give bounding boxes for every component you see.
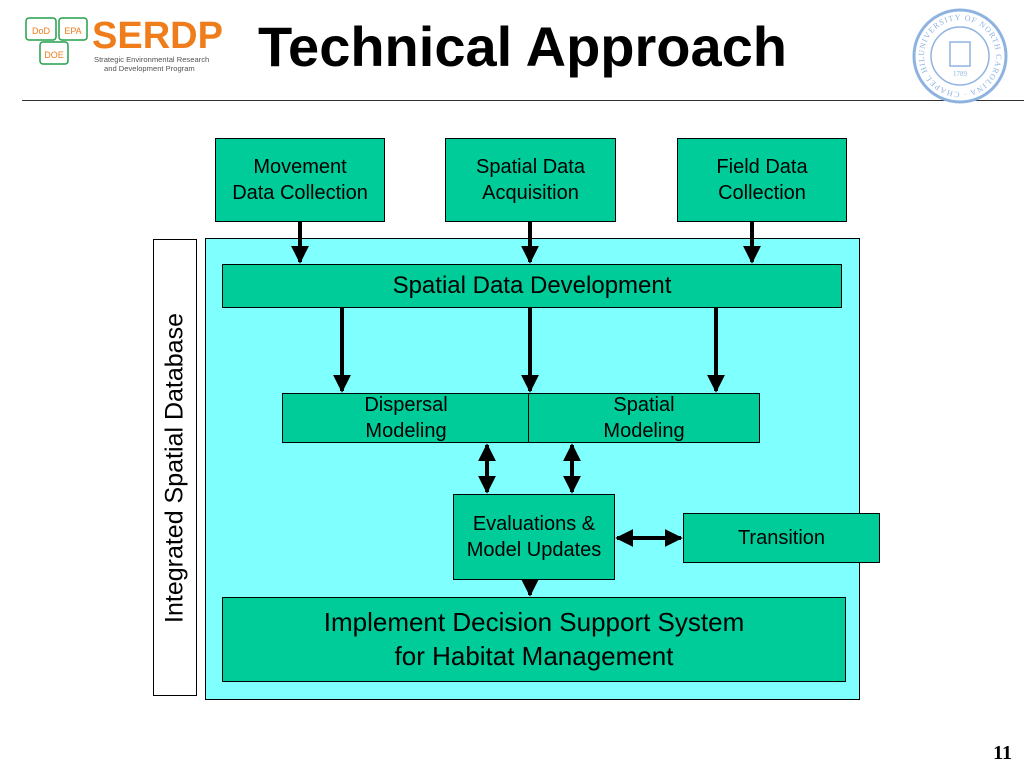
spatial-acq-label: Spatial Data Acquisition	[476, 156, 585, 204]
header-divider	[22, 100, 1024, 101]
university-seal: UNIVERSITY OF NORTH CAROLINA · CHAPEL HI…	[910, 6, 1008, 104]
spatial-modeling-node: Spatial Modeling	[528, 393, 760, 443]
logo-subtitle-1: Strategic Environmental Research	[94, 55, 209, 64]
spatial-model-label: Spatial Modeling	[603, 394, 685, 442]
dispersal-modeling-node: Dispersal Modeling	[282, 393, 530, 443]
field-label: Field Data Collection	[716, 156, 808, 204]
logo-tag-dod: DoD	[32, 26, 51, 36]
evaluations-node: Evaluations & Model Updates	[453, 494, 615, 580]
serdp-logo: DoD EPA DOE SERDP Strategic Environmenta…	[25, 15, 222, 73]
logo-wordmark: SERDP	[92, 15, 222, 57]
field-data-collection-node: Field Data Collection	[677, 138, 847, 222]
seal-year: 1789	[953, 70, 968, 78]
spatial-data-development-node: Spatial Data Development	[222, 264, 842, 308]
page-number: 11	[993, 742, 1012, 764]
movement-label: Movement Data Collection	[232, 156, 368, 204]
database-label: Integrated Spatial Database	[160, 312, 189, 623]
movement-data-collection-node: Movement Data Collection	[215, 138, 385, 222]
spatial-data-acquisition-node: Spatial Data Acquisition	[445, 138, 616, 222]
evaluations-label: Evaluations & Model Updates	[466, 513, 602, 561]
page-title: Technical Approach	[258, 15, 787, 78]
logo-subtitle-2: and Development Program	[104, 64, 195, 73]
transition-label: Transition	[737, 527, 826, 549]
development-label: Spatial Data Development	[392, 272, 672, 300]
logo-tag-epa: EPA	[64, 26, 81, 36]
logo-tag-doe: DOE	[44, 50, 64, 60]
database-label-box: Integrated Spatial Database	[153, 239, 197, 696]
transition-node: Transition	[683, 513, 880, 563]
implement-label: Implement Decision Support System for Ha…	[323, 606, 745, 671]
dispersal-label: Dispersal Modeling	[364, 394, 448, 442]
implement-dss-node: Implement Decision Support System for Ha…	[222, 597, 846, 682]
